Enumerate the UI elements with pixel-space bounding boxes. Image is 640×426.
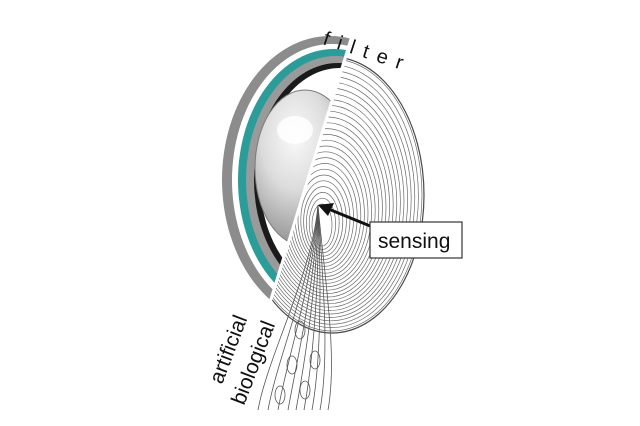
nerve-cell-body xyxy=(287,356,297,374)
lens-highlight xyxy=(277,116,313,144)
sensing-label: sensing xyxy=(378,230,450,253)
nerve-cell-body xyxy=(300,381,310,399)
